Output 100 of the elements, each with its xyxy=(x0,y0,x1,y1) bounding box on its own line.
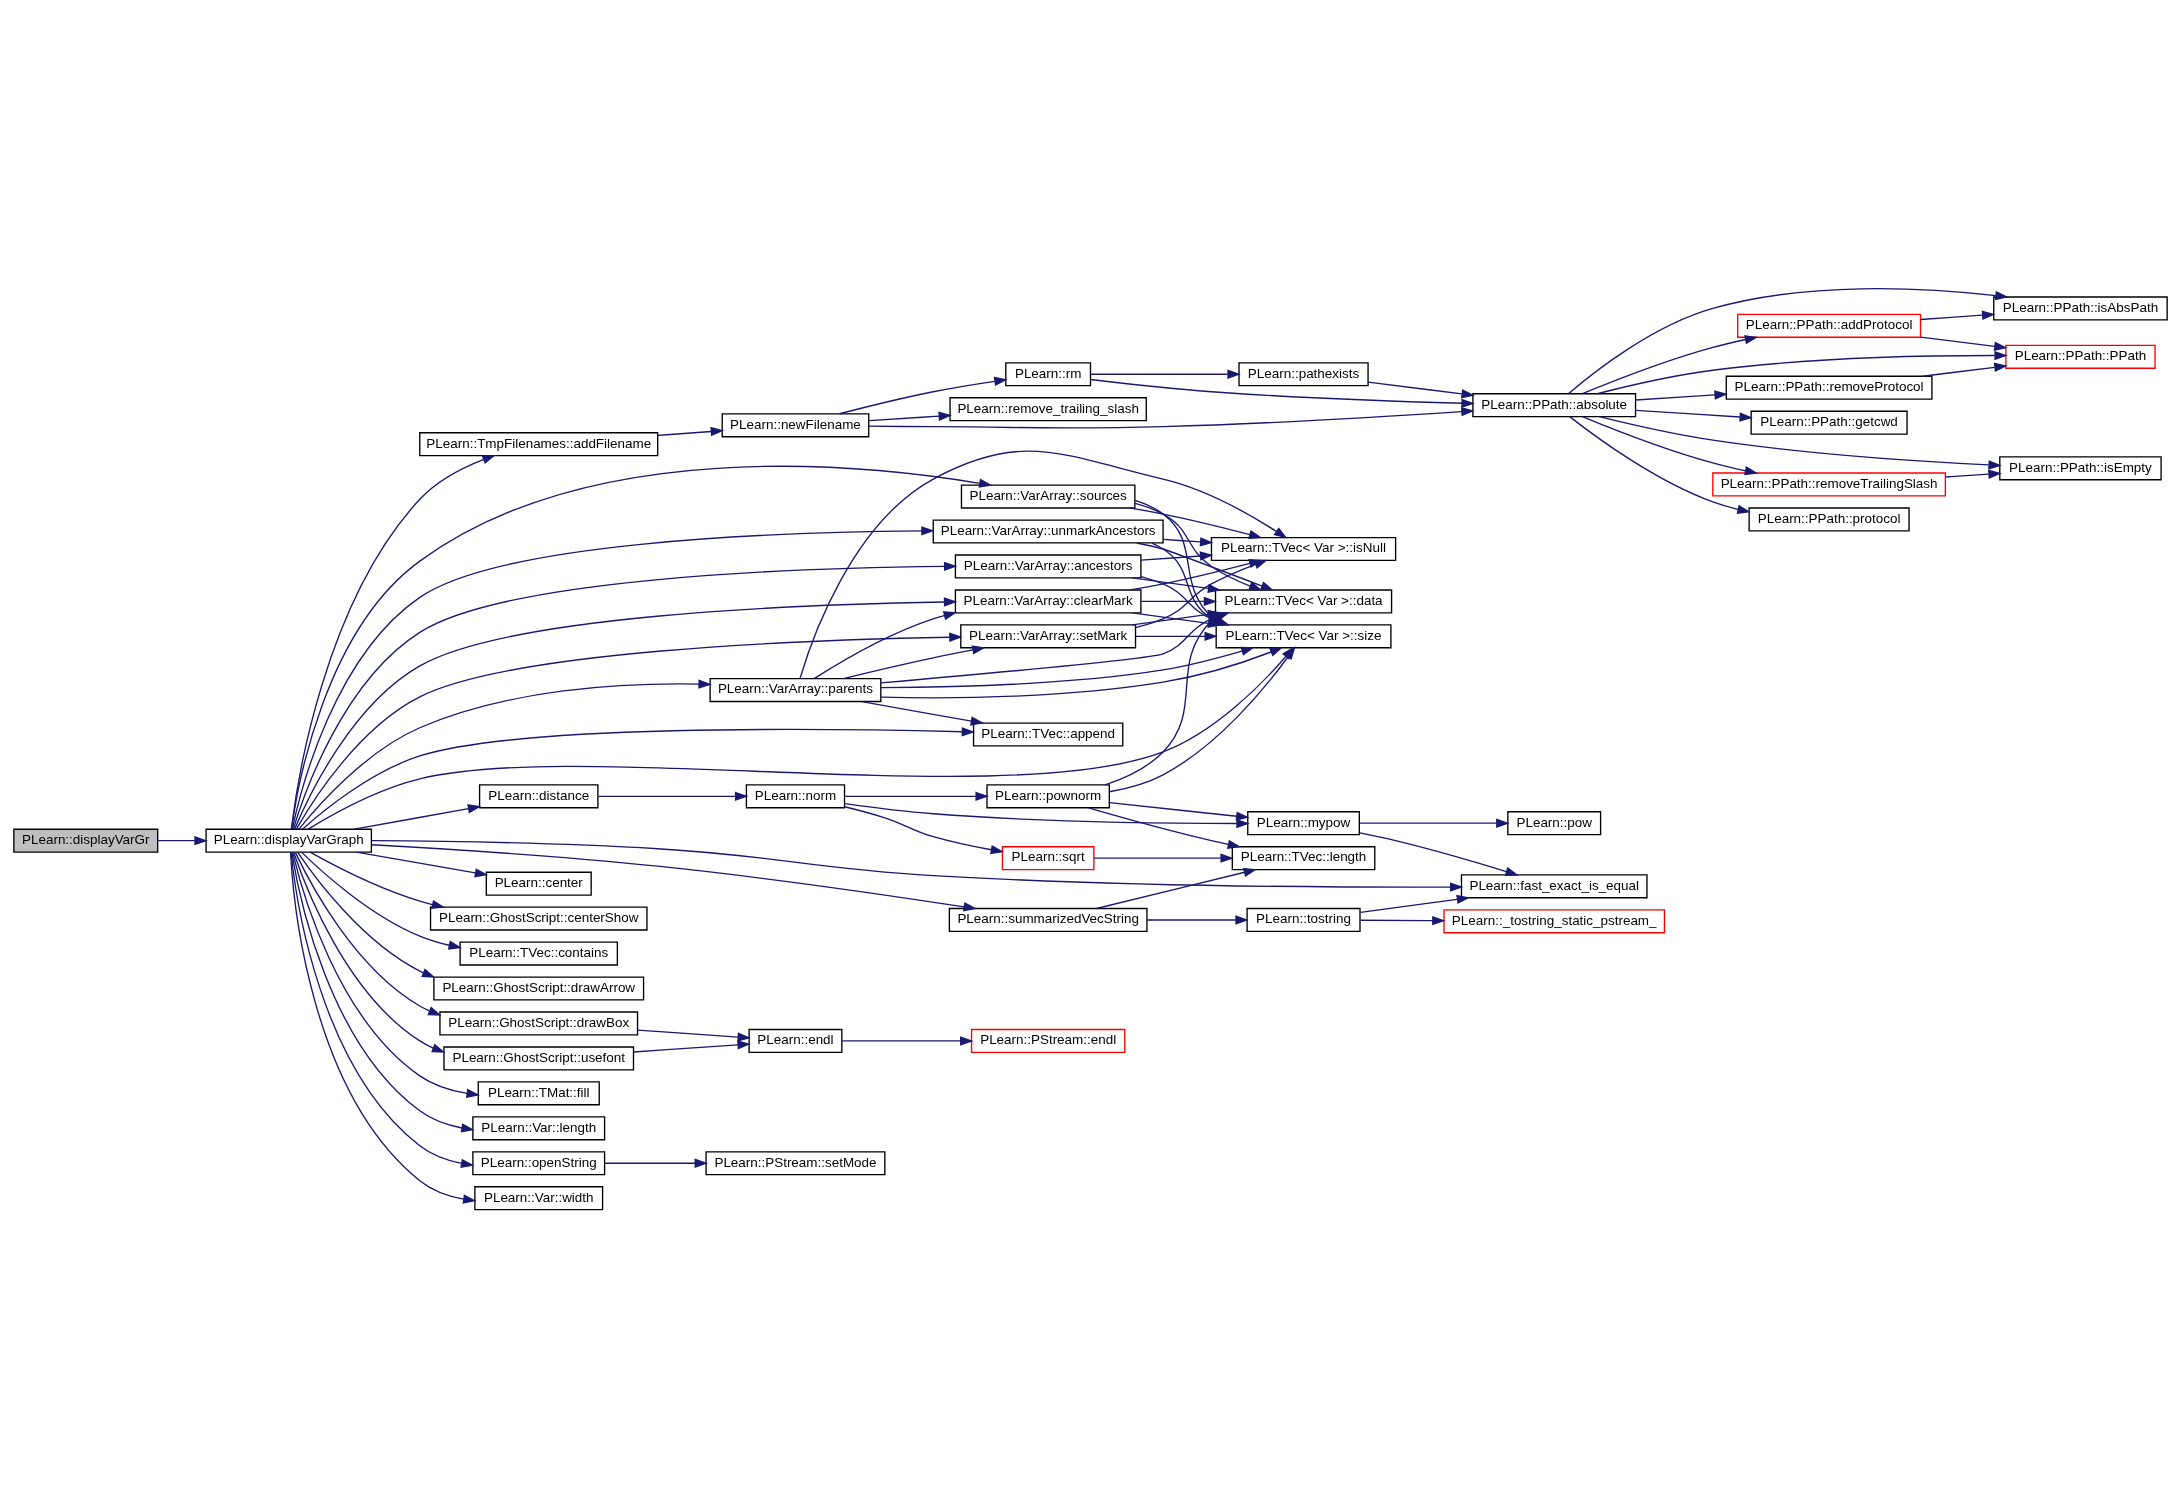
node-box: PLearn::TVec::length xyxy=(1231,846,1376,871)
node-box: PLearn::pow xyxy=(1507,811,1602,836)
arrow xyxy=(842,645,986,680)
node-box: PLearn::Var::width xyxy=(474,1186,604,1211)
arrow xyxy=(1136,542,1275,591)
arrow xyxy=(1359,915,1446,926)
node-box: PLearn::TVec::contains xyxy=(459,941,619,966)
arrow xyxy=(880,646,1255,689)
arrow xyxy=(1140,551,1214,561)
arrow xyxy=(294,851,442,1016)
arrow xyxy=(1146,915,1249,925)
node-box: PLearn::PPath::protocol xyxy=(1748,507,1910,532)
arrow xyxy=(1087,807,1242,849)
arrow xyxy=(157,835,208,846)
arrow xyxy=(604,1158,709,1168)
node-box: PLearn::remove_trailing_slash xyxy=(949,397,1147,422)
node-box: PLearn::PPath::getcwd xyxy=(1750,410,1908,435)
node-box: PLearn::GhostScript::centerShow xyxy=(429,906,648,931)
node-box: PLearn::PPath::PPath xyxy=(2005,344,2156,369)
arrow xyxy=(1635,390,1728,401)
arrow xyxy=(1359,894,1471,914)
arrow xyxy=(1596,350,2008,395)
arrow xyxy=(1635,409,1753,422)
arrow xyxy=(1359,832,1519,876)
arrow xyxy=(295,632,963,830)
arrow xyxy=(597,791,749,801)
node-box: PLearn::_tostring_static_pstream_ xyxy=(1443,909,1666,934)
node-box: PLearn::summarizedVecString xyxy=(948,907,1148,933)
arrow xyxy=(1919,310,1996,321)
arrow xyxy=(880,647,1284,699)
node-box: PLearn::VarArray::ancestors xyxy=(954,554,1142,579)
node-box: PLearn::tostring xyxy=(1246,907,1361,933)
node-box: PLearn::VarArray::parents xyxy=(709,678,882,703)
node-box: PLearn::pownorm xyxy=(986,784,1110,809)
node-box: PLearn::displayVarGraph xyxy=(205,828,373,853)
node-box: PLearn::mypow xyxy=(1247,811,1360,836)
arrow xyxy=(1567,288,2009,395)
arrow xyxy=(813,611,958,680)
arrow xyxy=(290,454,496,830)
node-box: PLearn::PStream::endl xyxy=(970,1028,1126,1054)
arrow xyxy=(657,426,725,437)
node-box: PLearn::PPath::absolute xyxy=(1472,393,1637,418)
node-box: PLearn::GhostScript::usefont xyxy=(443,1046,635,1071)
arrow xyxy=(370,844,977,912)
arrow xyxy=(844,791,989,801)
arrow xyxy=(296,851,436,978)
node-box: PLearn::GhostScript::drawArrow xyxy=(433,976,645,1001)
arrow xyxy=(1359,818,1510,828)
arrow xyxy=(1090,378,1475,408)
node-box: PLearn::TVec< Var >::size xyxy=(1215,624,1392,649)
node-box: PLearn::VarArray::clearMark xyxy=(954,589,1142,614)
arrow xyxy=(301,851,462,950)
arrow xyxy=(868,411,953,422)
node-box: PLearn::norm xyxy=(745,784,846,809)
arrow xyxy=(844,803,1250,829)
arrow xyxy=(838,376,1008,415)
arrow xyxy=(309,851,446,910)
arrow xyxy=(1095,867,1258,910)
node-box: PLearn::endl xyxy=(748,1028,843,1054)
arrow xyxy=(355,851,489,878)
arrow xyxy=(1093,853,1234,863)
arrow xyxy=(632,1040,751,1053)
arrow xyxy=(370,840,1464,892)
arrow xyxy=(844,806,1005,855)
arrow xyxy=(301,727,976,830)
arrow xyxy=(290,465,993,830)
arrow xyxy=(1922,362,2008,377)
arrow xyxy=(1919,336,2008,351)
arrow xyxy=(1581,335,1759,395)
arrow xyxy=(1108,802,1250,821)
node-box: PLearn::center xyxy=(485,871,592,896)
arrow xyxy=(868,406,1475,429)
arrow xyxy=(799,450,1288,680)
arrow xyxy=(1135,631,1218,642)
node-box: PLearn::TMat::fill xyxy=(477,1081,600,1106)
arrow xyxy=(1367,381,1475,399)
arrow xyxy=(1090,369,1241,379)
node-box: PLearn::VarArray::unmarkAncestors xyxy=(932,519,1164,544)
arrow xyxy=(293,851,446,1053)
arrow xyxy=(1945,469,2002,479)
node-box: PLearn::sqrt xyxy=(1001,846,1095,871)
arrow xyxy=(1131,577,1222,594)
node-box: PLearn::TVec< Var >::isNull xyxy=(1210,536,1397,562)
node-box: PLearn::rm xyxy=(1005,362,1092,387)
arrow xyxy=(1162,537,1214,547)
node-box: PLearn::fast_exact_is_equal xyxy=(1460,874,1648,899)
node-box: PLearn::openString xyxy=(472,1151,606,1176)
node-box: PLearn::PPath::addProtocol xyxy=(1737,313,1922,338)
node-box: PLearn::VarArray::setMark xyxy=(960,624,1137,649)
arrow xyxy=(1140,596,1218,607)
arrow xyxy=(636,1029,751,1042)
arrow xyxy=(298,679,712,830)
arrow xyxy=(1581,415,1759,476)
node-box: PLearn::distance xyxy=(478,784,599,809)
node-box: PLearn::PPath::removeProtocol xyxy=(1725,375,1933,400)
node-box: PLearn::VarArray::sources xyxy=(960,484,1136,509)
node-box: PLearn::TmpFilenames::addFilename xyxy=(419,432,659,457)
node-box: PLearn::PPath::isAbsPath xyxy=(1993,296,2168,321)
node-box: PLearn::displayVarGr xyxy=(13,828,159,853)
node-box: PLearn::Var::length xyxy=(472,1116,606,1141)
